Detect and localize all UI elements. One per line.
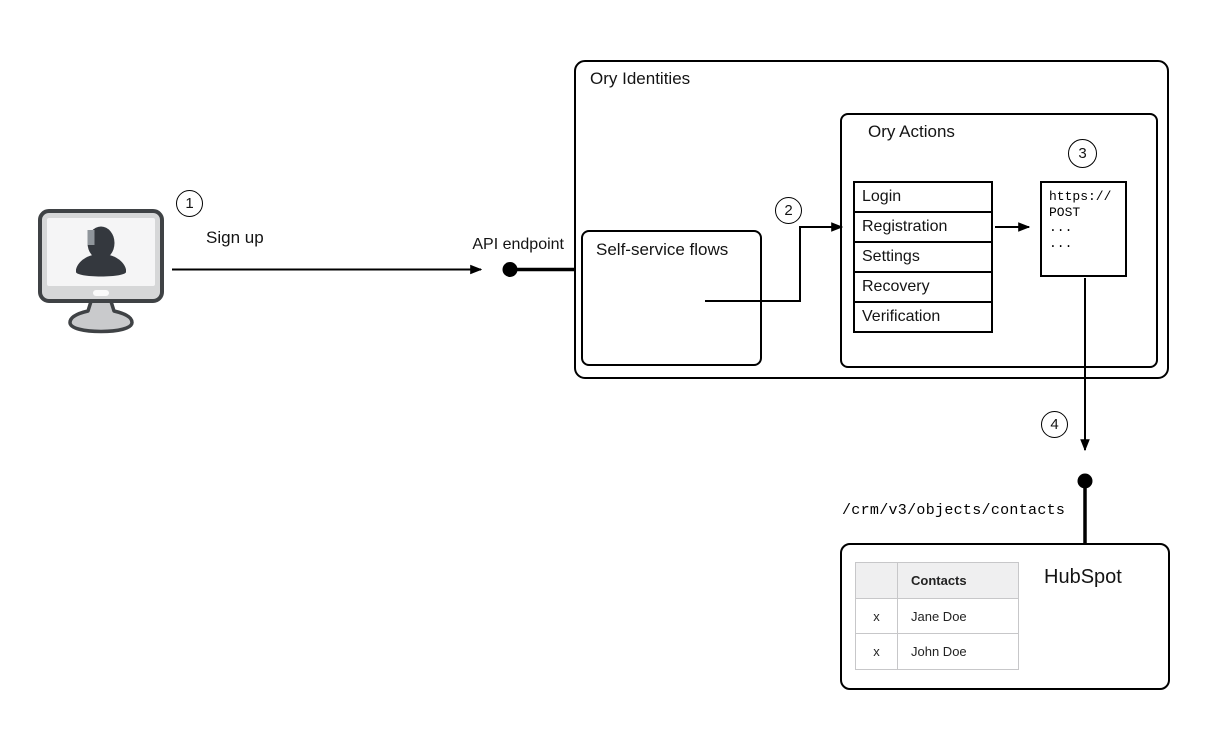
step-3-number: 3 <box>1078 145 1087 162</box>
sign-up-label: Sign up <box>206 228 264 247</box>
contacts-table-header-row: Contacts <box>856 563 1018 599</box>
webhook-request-box: https:// POST ... ... <box>1040 181 1127 277</box>
ory-identities-title: Ory Identities <box>590 69 691 88</box>
step-4-number: 4 <box>1050 416 1059 433</box>
contact-mark-cell: x <box>856 599 898 634</box>
flow-row-registration: Registration <box>855 213 991 243</box>
flow-row-settings: Settings <box>855 243 991 273</box>
hubspot-title: HubSpot <box>1044 566 1122 588</box>
step-4-badge: 4 <box>1041 411 1068 438</box>
webhook-line-ellipsis-1: ... <box>1049 220 1073 235</box>
step-1-number: 1 <box>185 195 194 212</box>
ory-actions-title: Ory Actions <box>868 122 955 141</box>
flow-row-verification: Verification <box>855 303 991 331</box>
flow-row-recovery: Recovery <box>855 273 991 303</box>
contacts-header-cell: Contacts <box>898 563 1018 599</box>
api-endpoint-label: API endpoint <box>472 236 564 253</box>
contacts-row: x John Doe <box>856 634 1018 669</box>
step-2-number: 2 <box>784 202 793 219</box>
step-3-badge: 3 <box>1068 139 1097 168</box>
hubspot-endpoint-node-dot <box>1077 473 1093 489</box>
contacts-table: Contacts x Jane Doe x John Doe <box>855 562 1019 670</box>
webhook-line-ellipsis-2: ... <box>1049 235 1073 251</box>
webhook-line-url: https:// <box>1049 189 1112 204</box>
contact-name-cell: Jane Doe <box>898 599 1018 634</box>
api-endpoint-node-dot <box>502 262 518 277</box>
step-1-badge: 1 <box>176 190 203 217</box>
webhook-line-method: POST <box>1049 204 1081 220</box>
flow-row-login: Login <box>855 183 991 213</box>
contacts-row: x Jane Doe <box>856 599 1018 634</box>
crm-path-label: /crm/v3/objects/contacts <box>842 502 1066 519</box>
flows-table: Login Registration Settings Recovery Ver… <box>853 181 993 333</box>
user-computer-icon-svg <box>38 209 164 334</box>
contact-mark-cell: x <box>856 634 898 669</box>
contact-name-cell: John Doe <box>911 644 967 659</box>
step-2-badge: 2 <box>775 197 802 224</box>
contacts-header-corner-cell <box>856 563 898 599</box>
user-computer-icon <box>38 209 164 339</box>
self-service-flows-title: Self-service flows <box>596 240 729 259</box>
